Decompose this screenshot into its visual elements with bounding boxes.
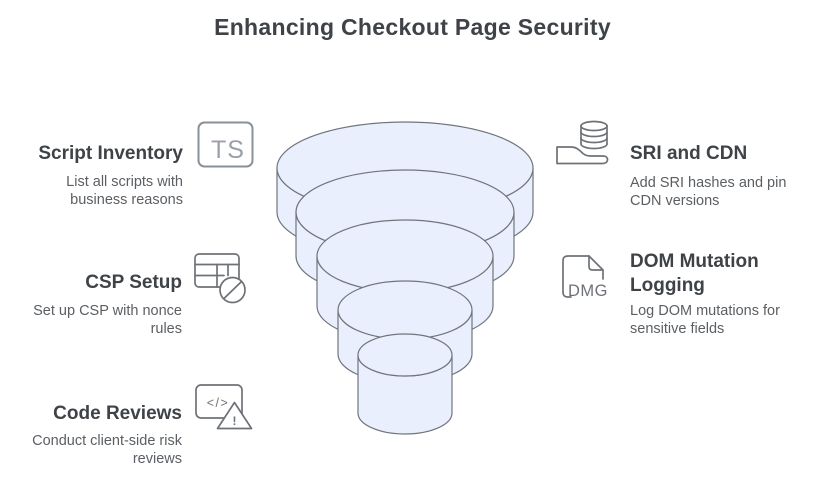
file-fold: [588, 255, 604, 271]
page-title: Enhancing Checkout Page Security: [214, 14, 611, 40]
step-heading-script-inventory: Script Inventory: [38, 143, 183, 164]
step-description-sri-cdn: Add SRI hashes and pin CDN versions: [630, 175, 787, 209]
dmg-file-icon: DMG: [562, 255, 608, 300]
warning-triangle: [216, 401, 253, 430]
ts-badge-icon: TS: [197, 121, 254, 168]
step-heading-dom-mutation-logging: DOM Mutation Logging: [630, 251, 759, 296]
funnel-diagram: [276, 121, 534, 435]
warning-exclamation: !: [233, 414, 237, 428]
code-brackets-label: </>: [207, 396, 230, 410]
prohibited-slash: [223, 280, 243, 300]
database-top: [580, 120, 608, 132]
step-heading-csp-setup: CSP Setup: [85, 272, 182, 293]
file-outline: [562, 255, 604, 298]
step-heading-code-reviews: Code Reviews: [53, 403, 182, 424]
step-description-script-inventory: List all scripts with business reasons: [66, 174, 183, 208]
database-hand-icon: [556, 120, 609, 165]
table-csp-blocked-icon: [194, 253, 246, 304]
ts-badge-label: TS: [211, 136, 245, 164]
code-warning-icon: </> !: [195, 384, 253, 430]
hand-shape: [556, 146, 609, 165]
step-description-dom-mutation-logging: Log DOM mutations for sensitive fields: [630, 303, 780, 337]
dmg-file-label: DMG: [568, 282, 608, 300]
step-heading-sri-cdn: SRI and CDN: [630, 143, 748, 164]
step-description-csp-setup: Set up CSP with nonce rules: [33, 303, 182, 337]
funnel-layer-5: [357, 333, 453, 435]
step-description-code-reviews: Conduct client-side risk reviews: [32, 433, 182, 467]
